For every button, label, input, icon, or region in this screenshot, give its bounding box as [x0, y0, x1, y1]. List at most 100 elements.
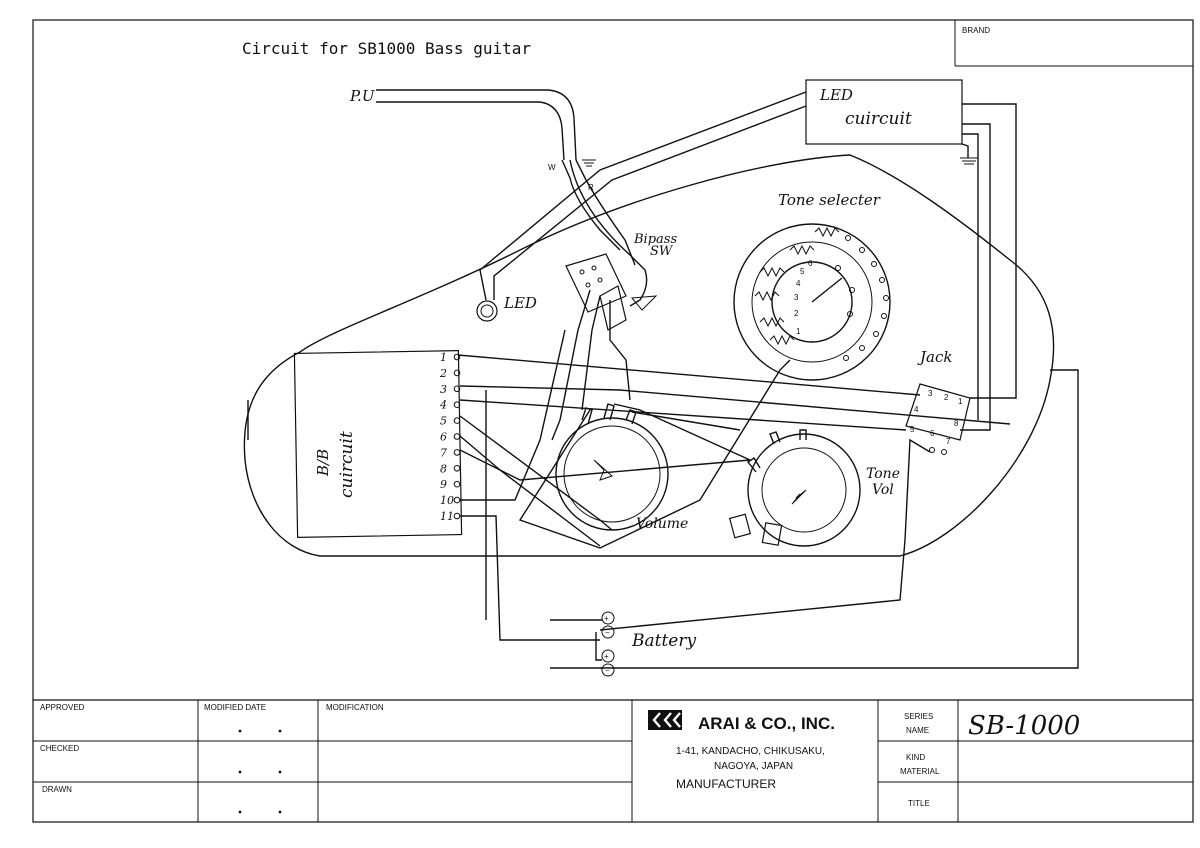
bb-circuit-label-1: B/B [314, 449, 332, 477]
bypass-sw-label-1: Bipass [633, 232, 677, 247]
volume-pot-lug-3 [625, 409, 637, 425]
bb-wire-10 [460, 329, 566, 501]
led-circuit-label-1: LED [819, 86, 853, 104]
svg-text:2: 2 [944, 393, 949, 402]
svg-text:5: 5 [800, 267, 805, 276]
bb-wire-3 [459, 385, 1011, 425]
bb-pin-label: 11 [440, 510, 454, 523]
bb-wire-11 [460, 515, 600, 641]
modification-label: MODIFICATION [326, 703, 384, 712]
led-circuit-label-2: cuircuit [845, 109, 912, 129]
led-ground-wire [961, 143, 969, 158]
company-name: ARAI & CO., INC. [698, 714, 835, 733]
page-title: Circuit for SB1000 Bass guitar [242, 39, 531, 58]
battery-plus-1 [601, 611, 615, 625]
drawn-label: DRAWN [42, 785, 72, 794]
bb-pin-label: 2 [439, 367, 447, 380]
volume-pot-lug-1 [581, 407, 593, 425]
svg-text:−: − [605, 666, 610, 675]
tone-vol-label-2: Vol [872, 482, 894, 498]
tone-selector-lugs [835, 235, 889, 361]
bb-pin-terminal [453, 496, 461, 504]
company-address-2: NAGOYA, JAPAN [714, 761, 793, 772]
tone-vol-lug-2 [769, 431, 781, 445]
tone-vol-label-1: Tone [866, 466, 900, 482]
led-wire-d [960, 123, 991, 431]
bb-pin-label: 4 [439, 399, 447, 412]
volume-wire-c [631, 411, 741, 431]
bypass-sw-lug-4 [585, 282, 591, 288]
bb-wire-1 [457, 354, 921, 396]
bypass-sw-lug-1 [579, 269, 585, 275]
jack-pins: 3 2 1 4 8 5 6 7 [910, 389, 963, 446]
bb-pin-terminal [453, 385, 461, 393]
led-ground-icon [960, 157, 978, 165]
company-address-1: 1-41, KANDACHO, CHIKUSAKU, [676, 746, 825, 757]
jack-wire-right [600, 369, 1079, 669]
svg-text:1: 1 [958, 397, 963, 406]
pickup-ground-icon [582, 159, 596, 167]
bb-wire-4 [459, 399, 907, 431]
kind-label: KIND [906, 753, 925, 762]
bypass-sw-label-2: SW [650, 244, 674, 259]
guitar-body-outline [243, 154, 1055, 557]
led-wire-c [962, 103, 1017, 399]
svg-text:8: 8 [954, 419, 959, 428]
led-wire-e [962, 133, 979, 420]
svg-text:3: 3 [928, 389, 933, 398]
bb-pin-label: 1 [440, 351, 447, 364]
pickup-lead-w: W [548, 163, 556, 172]
bb-pin-terminal [453, 465, 461, 472]
bb-pin-label: 6 [440, 431, 447, 444]
battery-terminals: + − + − [601, 611, 615, 677]
volume-pot-lug-2 [603, 403, 615, 421]
bb-pin-terminal [453, 369, 461, 377]
bypass-sw-lug-2 [591, 265, 597, 271]
tone-selector-rotor-arm [811, 277, 843, 303]
volume-wire-b [613, 403, 751, 461]
sheet-border [32, 19, 1194, 823]
svg-text:1: 1 [796, 327, 801, 336]
pickup-shield-wire [569, 159, 648, 307]
bb-pin-terminal [453, 417, 461, 424]
modified-date-label: MODIFIED DATE [204, 703, 266, 712]
bypass-switch-body [565, 253, 627, 313]
bb-pin-terminal [453, 512, 461, 520]
svg-text:+: + [604, 614, 609, 623]
date-placeholder-dots [238, 729, 282, 814]
volume-wire-a [518, 359, 791, 549]
led-circuit-box [805, 79, 963, 145]
checked-label: CHECKED [40, 744, 79, 753]
svg-text:4: 4 [796, 279, 801, 288]
tone-vol-pot-inner [761, 447, 847, 533]
bb-pin-terminal [453, 480, 461, 488]
bb-pin-label: 9 [440, 478, 447, 491]
jack-lug-b [941, 449, 947, 455]
tone-selector-middle [751, 241, 873, 363]
tone-vol-pot-outer [747, 433, 861, 547]
bypass-wire-3 [609, 300, 631, 401]
bb-wire-7 [459, 449, 751, 481]
title-label: TITLE [908, 799, 930, 808]
name-label: NAME [906, 726, 929, 735]
bb-pin-label: 3 [440, 383, 447, 396]
tone-vol-lug-1 [746, 457, 761, 473]
tone-selector-inner [771, 261, 853, 343]
svg-text:6: 6 [930, 429, 935, 438]
tone-vol-capacitor-1 [728, 513, 752, 539]
tone-vol-capacitor-2 [761, 522, 783, 546]
series-label: SERIES [904, 712, 933, 721]
bb-circuit-label-2: cuircuit [337, 431, 357, 498]
svg-text:7: 7 [946, 437, 951, 446]
bb-wire-6 [459, 435, 601, 547]
led-icon [476, 300, 498, 322]
pickup-lead-r-wire [575, 159, 636, 266]
title-block [33, 699, 1193, 822]
brand-label: BRAND [962, 26, 990, 35]
led-icon-inner [480, 304, 494, 318]
battery-wire-2 [595, 632, 602, 661]
tone-selector-resistors [754, 226, 840, 346]
bb-pin-label: 7 [440, 446, 447, 459]
